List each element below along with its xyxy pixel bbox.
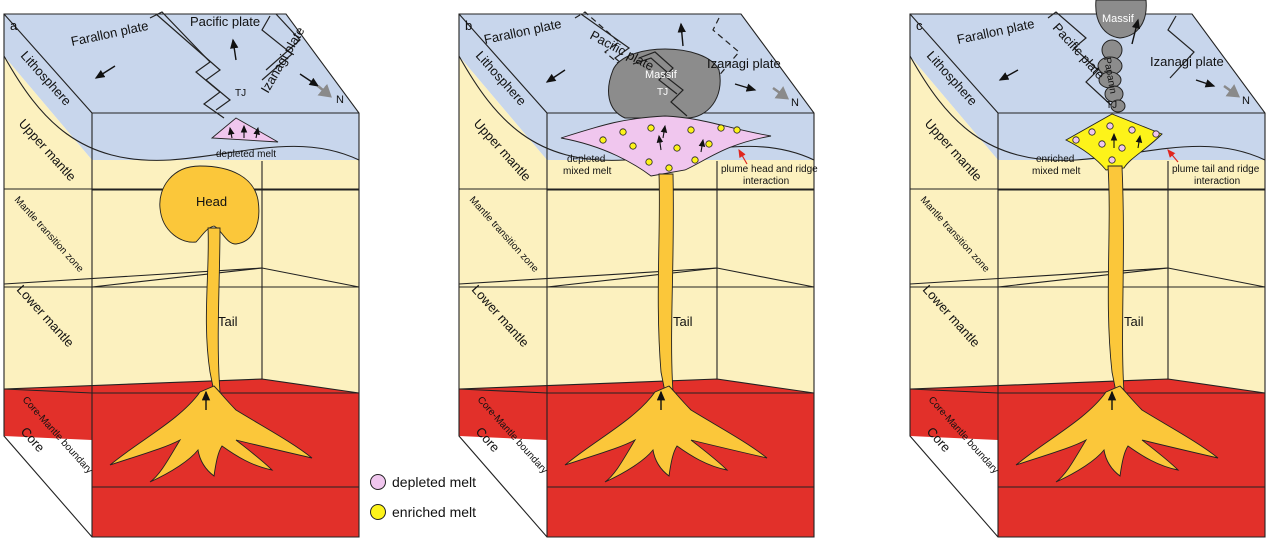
- melt-label-line2: mixed melt: [563, 166, 612, 177]
- interaction-label-line2: interaction: [743, 176, 789, 187]
- izanagi-plate-label: Izanagi plate: [707, 56, 781, 71]
- plume-tail-label: Tail: [218, 314, 238, 329]
- panel-c: Massif Papanin TJ c Farallon plate Pacif…: [909, 0, 1266, 538]
- panel-letter: b: [465, 18, 472, 33]
- panel-b: Massif TJ b Farallon plate Pacific plate…: [458, 11, 818, 538]
- panel-a: a Farallon plate Pacific plate Izanagi p…: [3, 11, 360, 538]
- panel-letter: a: [10, 18, 18, 33]
- melt-label-line2: mixed melt: [1032, 166, 1081, 177]
- tj-label: TJ: [1106, 100, 1117, 111]
- depleted-melt-label: depleted melt: [216, 149, 276, 160]
- tj-label: TJ: [657, 87, 668, 98]
- north-label: N: [791, 97, 799, 109]
- tj-label: TJ: [235, 88, 246, 99]
- legend: depleted melt enriched melt: [370, 474, 476, 520]
- enriched-melt-swatch: [370, 504, 386, 520]
- massif-label: Massif: [1102, 13, 1135, 25]
- interaction-label-line1: plume head and ridge: [721, 164, 818, 175]
- plume-head-label: Head: [196, 194, 227, 209]
- north-label: N: [336, 94, 344, 106]
- legend-label: enriched melt: [392, 504, 476, 520]
- north-label: N: [1242, 95, 1250, 107]
- plume-tail-label: Tail: [1124, 314, 1144, 329]
- pacific-plate-label: Pacific plate: [190, 14, 260, 29]
- massif-label: Massif: [645, 69, 678, 81]
- legend-item-enriched: enriched melt: [370, 504, 476, 520]
- legend-label: depleted melt: [392, 474, 476, 490]
- melt-label-line1: depleted: [567, 154, 605, 165]
- interaction-label-line1: plume tail and ridge: [1172, 164, 1260, 175]
- plume-tail-label: Tail: [673, 314, 693, 329]
- melt-label-line1: enriched: [1036, 154, 1074, 165]
- panel-letter: c: [916, 18, 923, 33]
- interaction-label-line2: interaction: [1194, 176, 1240, 187]
- depleted-melt-swatch: [370, 474, 386, 490]
- legend-item-depleted: depleted melt: [370, 474, 476, 490]
- izanagi-plate-label: Izanagi plate: [1150, 54, 1224, 69]
